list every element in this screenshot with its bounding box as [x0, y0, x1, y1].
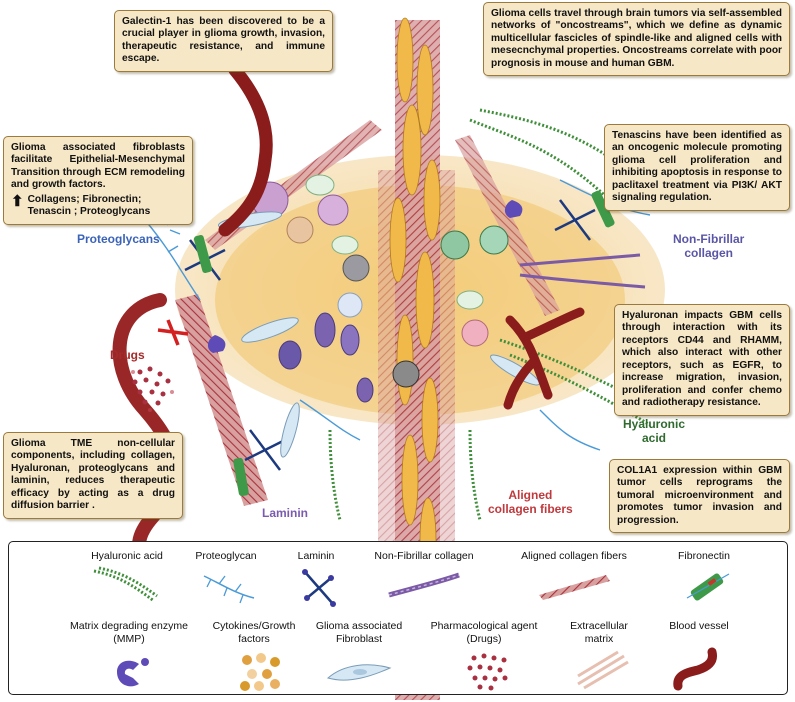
label-laminin: Laminin — [262, 506, 309, 520]
extracellular-matrix-icon — [577, 650, 629, 690]
drug-particles — [132, 366, 171, 406]
callout-fibroblasts: Glioma associated fibroblasts facilitate… — [3, 136, 193, 225]
aligned-collagen-icon — [539, 575, 610, 600]
mmp-icon — [117, 658, 149, 687]
collagen-bundle-left — [175, 294, 268, 506]
blood-vessel-icon — [673, 647, 717, 691]
proteoglycan-icon — [203, 575, 255, 604]
callout-hyaluronan: Hyaluronan impacts GBM cells through int… — [614, 304, 790, 416]
label-proteoglycans: Proteoglycans — [77, 232, 160, 246]
hyaluronic-acid-icon — [93, 566, 158, 603]
legend-label-aligned: Aligned collagen fibers — [521, 550, 627, 562]
laminin-icon — [302, 569, 336, 607]
cytokines-icon — [240, 653, 280, 691]
fibroblast-icon — [326, 664, 392, 681]
callout-oncostreams: Glioma cells travel through brain tumors… — [483, 2, 790, 77]
legend-label-drugs: Pharmacological agent(Drugs) — [430, 620, 538, 645]
callout-tenascins: Tenascins have been identified as an onc… — [604, 124, 790, 211]
up-arrow-icon: ⬆ — [11, 192, 24, 210]
drug-block-icon — [157, 319, 189, 346]
legend-label-blood-vessel: Blood vessel — [669, 620, 729, 632]
blood-vessel-top — [218, 63, 273, 237]
callout-tme: Glioma TME non-cellular components, incl… — [3, 432, 183, 519]
fibroblasts-list: Collagens; Fibronectin; Tenascin ; Prote… — [27, 193, 151, 218]
callout-galectin: Galectin-1 has been discovered to be a c… — [114, 10, 333, 72]
legend-label-hyaluronic: Hyaluronic acid — [91, 550, 163, 562]
legend-label-mmp: Matrix degrading enzyme(MMP) — [70, 620, 188, 645]
callout-col1a1: COL1A1 expression within GBM tumor cells… — [609, 459, 790, 534]
fibroblasts-text: Glioma associated fibroblasts facilitate… — [11, 142, 185, 191]
legend: Hyaluronic acid Proteoglycan Laminin Non… — [8, 541, 788, 695]
legend-label-fibronectin: Fibronectin — [678, 550, 730, 562]
mmp-icon — [207, 335, 226, 353]
blood-vessel-right — [503, 307, 585, 410]
non-fibrillar-collagen — [519, 253, 646, 289]
legend-label-laminin: Laminin — [297, 550, 335, 562]
legend-label-proteoglycan: Proteoglycan — [195, 550, 257, 562]
fibronectin-icon — [686, 573, 730, 601]
non-fibrillar-collagen-icon — [388, 572, 460, 598]
drugs-icon — [467, 653, 508, 691]
tumor-cells — [217, 174, 540, 458]
label-drugs: Drugs — [110, 348, 145, 362]
legend-label-non-fibrillar: Non-Fibrillar collagen — [374, 550, 474, 562]
fibronectin-icons — [193, 190, 615, 497]
